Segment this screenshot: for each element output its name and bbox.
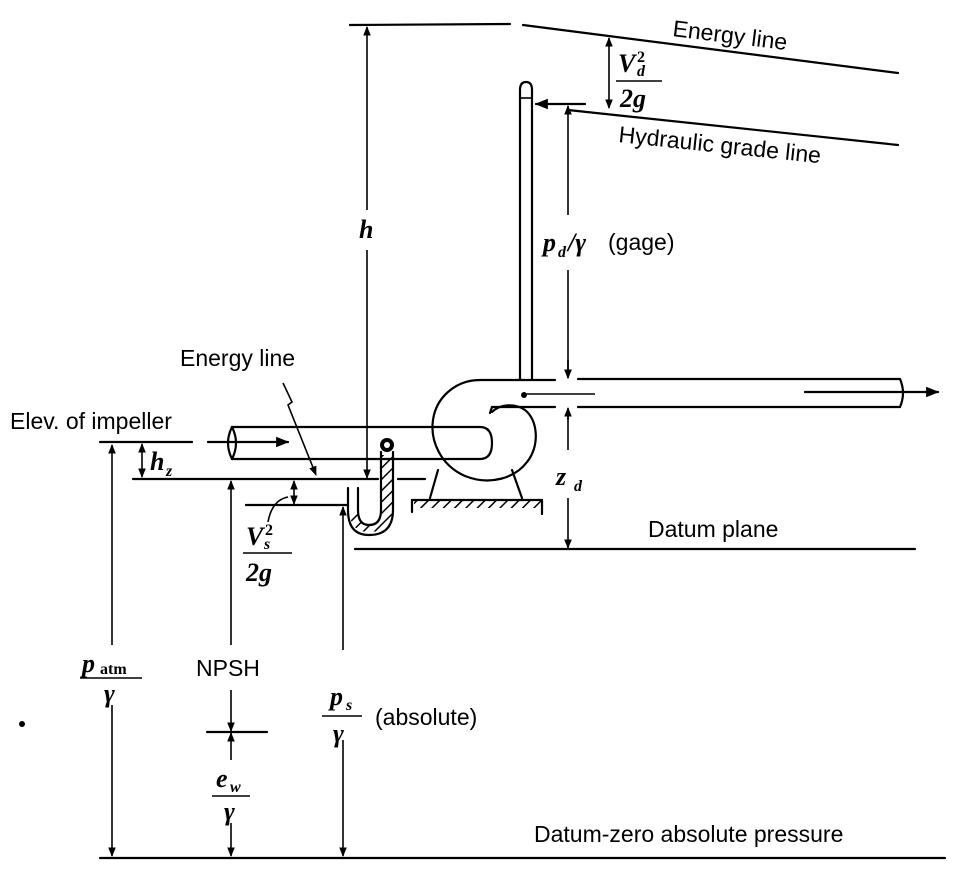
svg-text:V: V (618, 49, 638, 78)
discharge-pipe (496, 377, 905, 409)
svg-text:e: e (216, 764, 228, 793)
u-tube-manometer (346, 438, 395, 537)
patm-label: p atm γ (80, 649, 142, 708)
hz-label: h z (150, 447, 173, 480)
ew-label: e w γ (212, 764, 250, 826)
svg-text:γ: γ (333, 719, 344, 748)
hydraulic-grade-line-label: Hydraulic grade line (617, 121, 822, 168)
datum-plane-label: Datum plane (648, 516, 778, 542)
ps-label: p s γ (absolute) (322, 682, 477, 748)
pump-casing (431, 378, 537, 482)
svg-text:γ: γ (104, 679, 115, 708)
piezometer-tube (518, 80, 534, 382)
svg-text:w: w (230, 779, 241, 796)
discharge-velocity-head-label: V d 2 2g (616, 49, 662, 113)
svg-text:p: p (328, 682, 343, 711)
svg-text:(absolute): (absolute) (375, 704, 477, 730)
svg-text:s: s (263, 536, 270, 553)
suction-velocity-head-dimension (244, 480, 350, 523)
svg-text:2g: 2g (245, 558, 272, 587)
svg-text:d: d (558, 244, 567, 261)
suction-energy-line-leader (282, 382, 317, 476)
svg-text:atm: atm (100, 661, 127, 678)
pump-base (410, 468, 544, 516)
svg-text:s: s (345, 697, 352, 714)
top-energy-line (348, 22, 900, 75)
svg-text:2g: 2g (619, 84, 646, 113)
svg-text:γ: γ (224, 797, 235, 826)
svg-text:2: 2 (265, 522, 273, 539)
svg-text:z: z (165, 463, 173, 480)
datum-zero-label: Datum-zero absolute pressure (534, 821, 843, 847)
suction-energy-line-label: Energy line (180, 345, 295, 371)
svg-text:p: p (541, 228, 556, 257)
energy-line-label: Energy line (671, 15, 788, 55)
svg-text:/γ: /γ (566, 228, 586, 257)
svg-text:V: V (246, 522, 266, 551)
svg-text:(gage): (gage) (608, 229, 674, 255)
svg-text:2: 2 (637, 49, 645, 66)
elev-impeller-label: Elev. of impeller (10, 408, 172, 434)
svg-text:p: p (80, 649, 95, 678)
discharge-pressure-head-label: p d /γ (gage) (541, 228, 674, 261)
discharge-centerline (521, 392, 595, 398)
npsh-dimension (205, 480, 269, 734)
npsh-label: NPSH (196, 655, 260, 681)
total-head-label: h (359, 215, 373, 244)
svg-text:z: z (555, 462, 567, 491)
svg-text:d: d (637, 63, 646, 80)
suction-velocity-head-label: V s 2 2g (243, 522, 292, 587)
svg-text:h: h (150, 447, 164, 476)
scan-speck (19, 721, 25, 727)
svg-text:d: d (574, 478, 583, 495)
zd-label: z d (555, 462, 583, 495)
hydraulic-grade-line (566, 108, 900, 147)
